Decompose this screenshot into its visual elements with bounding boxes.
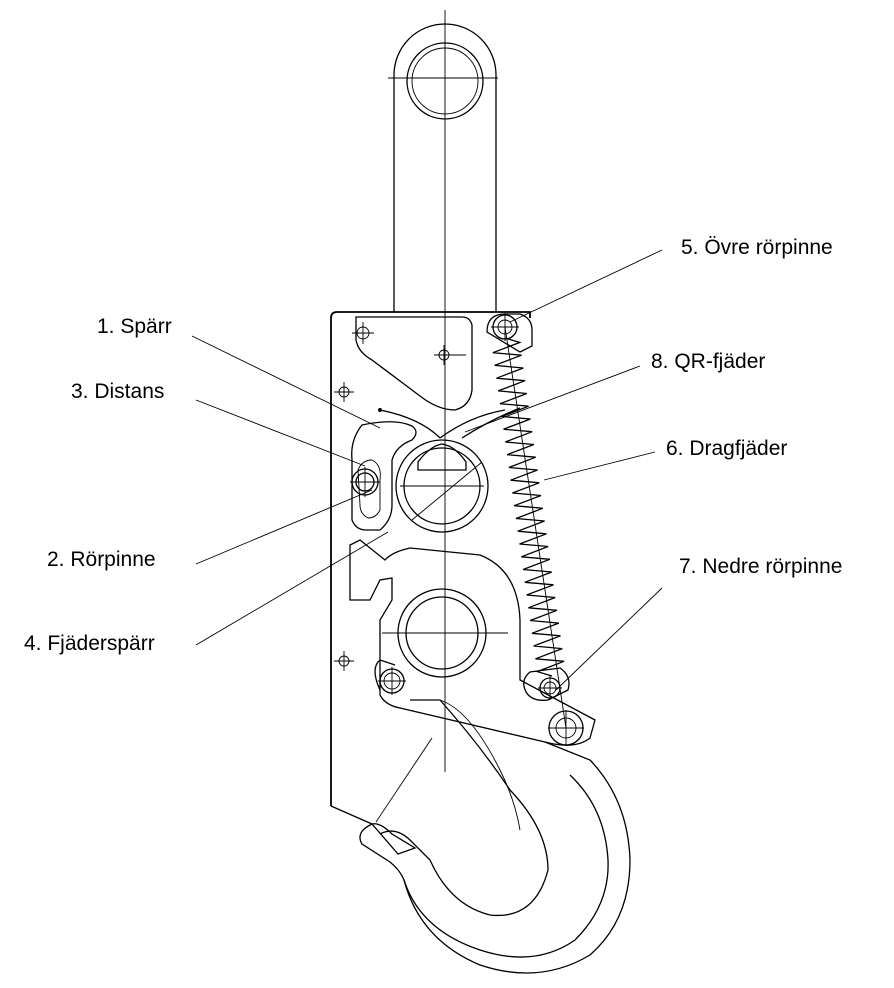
spring-coil-path	[492, 337, 565, 677]
label-distans: 3. Distans	[71, 380, 164, 403]
label-qr-fjader: 8. QR-fjäder	[651, 350, 765, 373]
spring-coils	[492, 337, 565, 677]
hook-body	[349, 539, 596, 746]
housing-plate	[330, 311, 531, 825]
label-ovre-rorpinne: 5. Övre rörpinne	[681, 236, 833, 259]
center-shaft	[395, 439, 489, 533]
latch	[351, 408, 506, 531]
left-pin	[350, 467, 380, 497]
label-sparr: 1. Spärr	[97, 315, 172, 338]
crosshair-marks	[334, 322, 454, 671]
qr-spring	[461, 407, 521, 439]
label-nedre-rorpinne: 7. Nedre rörpinne	[679, 555, 842, 578]
label-dragfjader: 6. Dragfjäder	[666, 437, 787, 460]
label-fjadersparr: 4. Fjäderspärr	[24, 632, 155, 655]
label-rorpinne: 2. Rörpinne	[47, 548, 156, 571]
top-eye	[388, 10, 498, 772]
labels: 1. Spärr 3. Distans 2. Rörpinne 4. Fjäde…	[24, 236, 842, 655]
hook	[359, 699, 631, 974]
leader-lines	[191, 249, 663, 823]
spring	[486, 313, 570, 729]
